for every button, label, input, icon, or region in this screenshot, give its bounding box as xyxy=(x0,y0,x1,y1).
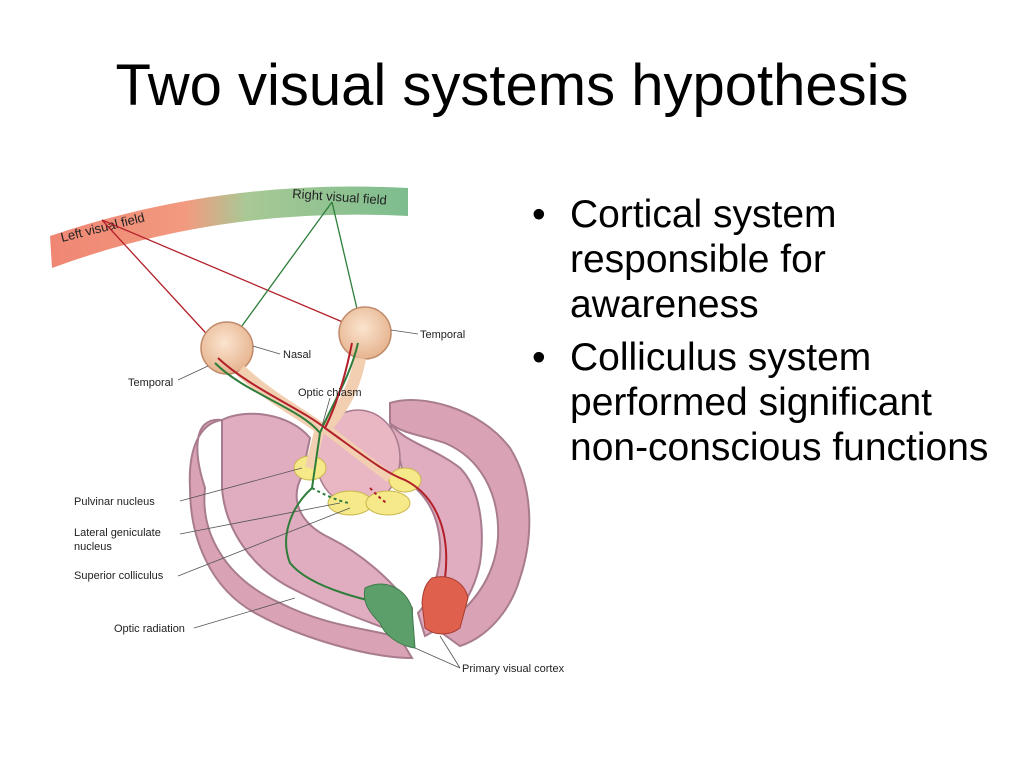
visual-pathway-diagram: Left visual field Right visual field xyxy=(40,158,575,698)
bullet-item: • Cortical system responsible for awaren… xyxy=(532,192,1002,327)
pulvinar-nucleus-label: Pulvinar nucleus xyxy=(74,496,155,508)
visual-field-arc xyxy=(50,186,408,268)
temporal-left-label: Temporal xyxy=(128,377,173,389)
nasal-label: Nasal xyxy=(283,349,311,361)
bullet-glyph: • xyxy=(532,193,546,236)
cortex-red xyxy=(421,576,469,635)
right-hemisphere xyxy=(389,399,531,648)
lateral-geniculate-label-1: Lateral geniculate xyxy=(74,527,161,539)
slide-title: Two visual systems hypothesis xyxy=(115,53,909,118)
bullet-text: Cortical system responsible for awarenes… xyxy=(570,193,837,326)
optic-nerve-right xyxy=(320,356,366,433)
optic-chiasm-label: Optic chiasm xyxy=(298,387,362,399)
right-eye xyxy=(338,306,392,360)
superior-colliculus-label: Superior colliculus xyxy=(74,570,164,582)
cortex-green xyxy=(363,583,416,649)
temporal-right-label: Temporal xyxy=(420,329,465,341)
nuclei xyxy=(293,455,422,516)
leader-lines xyxy=(177,329,461,669)
primary-visual-cortex-label: Primary visual cortex xyxy=(462,663,565,675)
bullet-glyph: • xyxy=(532,336,546,379)
bullet-list: • Cortical system responsible for awaren… xyxy=(532,192,1002,478)
optic-nerve-left xyxy=(235,365,324,433)
optic-radiation-label: Optic radiation xyxy=(114,623,185,635)
bullet-item: • Colliculus system performed significan… xyxy=(532,335,1002,470)
right-visual-field-label: Right visual field xyxy=(292,186,387,208)
red-projection-lines xyxy=(101,219,346,344)
visual-pathway-svg: Left visual field Right visual field xyxy=(50,186,565,675)
bullet-text: Colliculus system performed significant … xyxy=(570,336,989,469)
lateral-geniculate-label-2: nucleus xyxy=(74,541,112,553)
left-hemisphere xyxy=(188,418,414,660)
